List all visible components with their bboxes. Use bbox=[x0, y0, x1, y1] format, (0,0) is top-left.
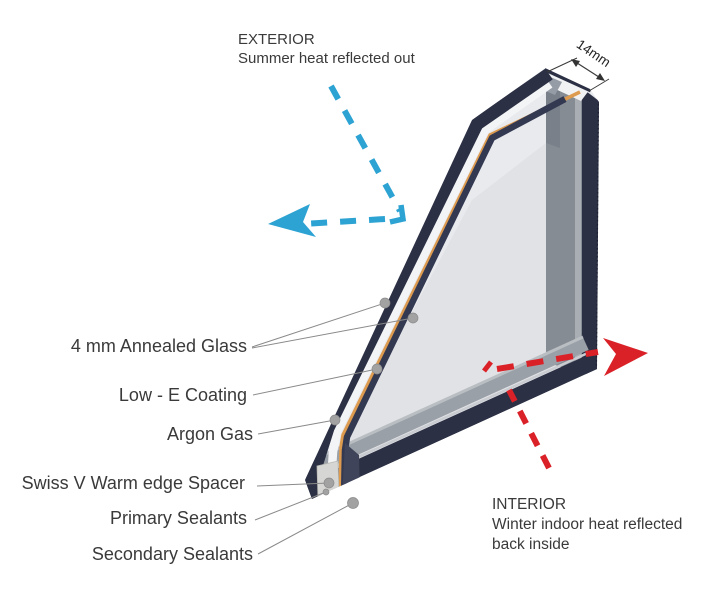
glass-unit-illustration bbox=[305, 68, 599, 499]
exterior-text-block: EXTERIOR Summer heat reflected out bbox=[238, 31, 416, 67]
dimension-extension-line-right bbox=[588, 78, 610, 92]
dimension-arrowhead-right bbox=[596, 73, 605, 81]
blue-arrowhead-icon bbox=[268, 204, 316, 237]
leader-secondary-sealants bbox=[257, 502, 354, 555]
red-bend-dash bbox=[482, 360, 493, 373]
dot-secondary-sealants bbox=[347, 497, 359, 509]
leader-low-e-coating bbox=[252, 368, 378, 396]
label-argon-gas: Argon Gas bbox=[167, 424, 253, 444]
leader-annealed-glass-outer bbox=[251, 302, 386, 348]
dot-annealed-glass-outer bbox=[379, 297, 391, 309]
exterior-title: EXTERIOR bbox=[238, 31, 315, 48]
dot-primary-sealants bbox=[322, 488, 330, 496]
red-arrowhead-icon bbox=[603, 338, 648, 376]
blue-incoming-dashes bbox=[328, 84, 403, 213]
leader-argon-gas bbox=[257, 419, 336, 435]
label-low-e-coating: Low - E Coating bbox=[119, 385, 247, 405]
label-primary-sealants: Primary Sealants bbox=[110, 508, 247, 528]
right-edge-highlight-line bbox=[575, 88, 581, 372]
winter-heat-arrow bbox=[482, 338, 648, 470]
label-spacer: Swiss V Warm edge Spacer bbox=[22, 473, 245, 493]
interior-title: INTERIOR bbox=[492, 496, 566, 513]
dot-argon-gas bbox=[329, 414, 341, 426]
exterior-subtitle: Summer heat reflected out bbox=[238, 50, 416, 67]
interior-text-block: INTERIOR Winter indoor heat reflected ba… bbox=[492, 496, 682, 553]
right-edge-gray-strip bbox=[546, 78, 582, 374]
dimension-line bbox=[573, 60, 603, 80]
right-navy-edge bbox=[582, 88, 599, 375]
summer-heat-arrow bbox=[268, 84, 407, 237]
dot-annealed-glass-inner bbox=[407, 312, 419, 324]
component-labels: 4 mm Annealed Glass Low - E Coating Argo… bbox=[22, 336, 253, 564]
label-secondary-sealants: Secondary Sealants bbox=[92, 544, 253, 564]
label-annealed-glass: 4 mm Annealed Glass bbox=[71, 336, 247, 356]
argon-gap-band bbox=[327, 80, 553, 469]
blue-reflected-dashes bbox=[301, 216, 386, 227]
blue-bend-dash bbox=[389, 204, 407, 225]
top-edge-navy-band bbox=[543, 68, 593, 93]
interior-subtitle-line2: back inside bbox=[492, 536, 570, 553]
primary-sealant-line bbox=[317, 495, 340, 499]
leader-spacer bbox=[256, 482, 330, 487]
dot-low-e-coating bbox=[371, 363, 383, 375]
dot-spacer bbox=[323, 477, 335, 489]
spacer-channel-top bbox=[546, 78, 560, 148]
leader-primary-sealants bbox=[254, 491, 327, 521]
callout-leaders bbox=[251, 297, 419, 555]
secondary-sealant-dotted-edge bbox=[595, 103, 599, 369]
interior-subtitle-line1: Winter indoor heat reflected bbox=[492, 516, 682, 533]
leader-annealed-glass-inner bbox=[251, 317, 414, 349]
dimension-arrowhead-left bbox=[571, 59, 580, 67]
